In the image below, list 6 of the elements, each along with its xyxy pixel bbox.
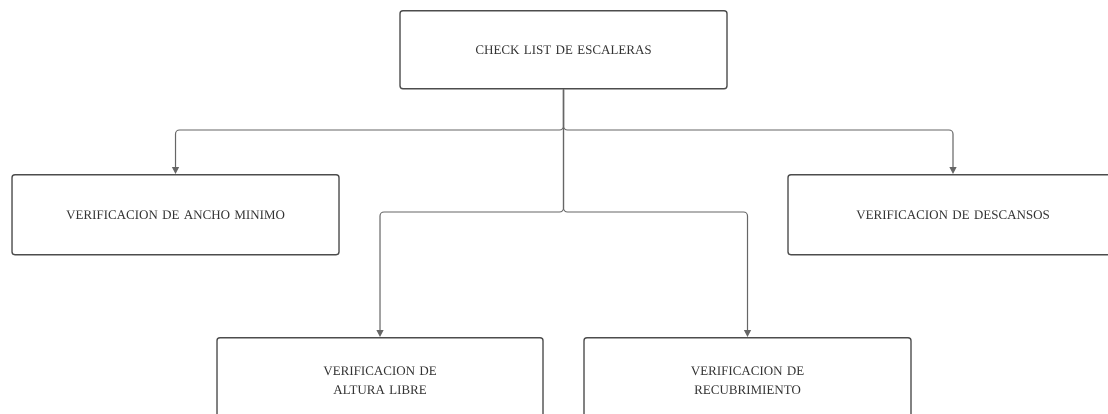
process-box: VERIFICACION DE ANCHO MINIMO	[11, 174, 340, 256]
arrow	[562, 88, 752, 337]
process-box: CHECK LIST DE ESCALERAS	[399, 10, 728, 90]
process-box: VERIFICACION DE RECUBRIMIENTO	[583, 337, 912, 414]
process-box: VERIFICACION DE ALTURA LIBRE	[216, 337, 544, 414]
process-box: VERIFICACION DE DESCANSOS	[787, 174, 1108, 256]
